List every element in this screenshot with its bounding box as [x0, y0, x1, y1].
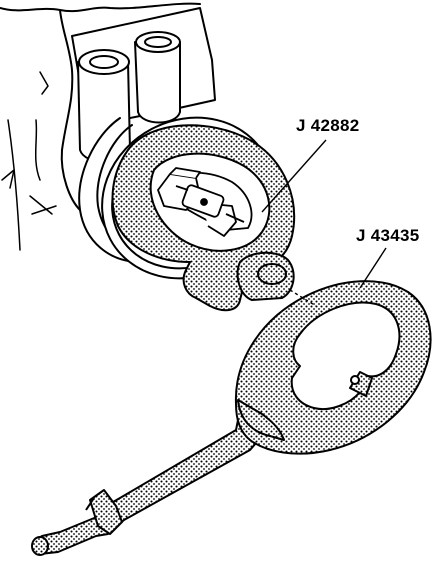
- leader-line-j42882: [261, 139, 327, 213]
- sensor-component: [157, 167, 245, 237]
- alignment-dashed-line: [289, 289, 317, 307]
- callout-j42882: J 42882: [296, 116, 360, 135]
- wrench-collar: [89, 489, 123, 535]
- holder-tool: [111, 124, 296, 312]
- leader-line-j43435: [359, 247, 387, 289]
- callout-j43435: J 43435: [356, 226, 420, 245]
- wrench-handle: [34, 409, 263, 555]
- leader-lines: [261, 139, 387, 307]
- right-tube: [134, 41, 181, 124]
- wrench-tool: [31, 280, 432, 556]
